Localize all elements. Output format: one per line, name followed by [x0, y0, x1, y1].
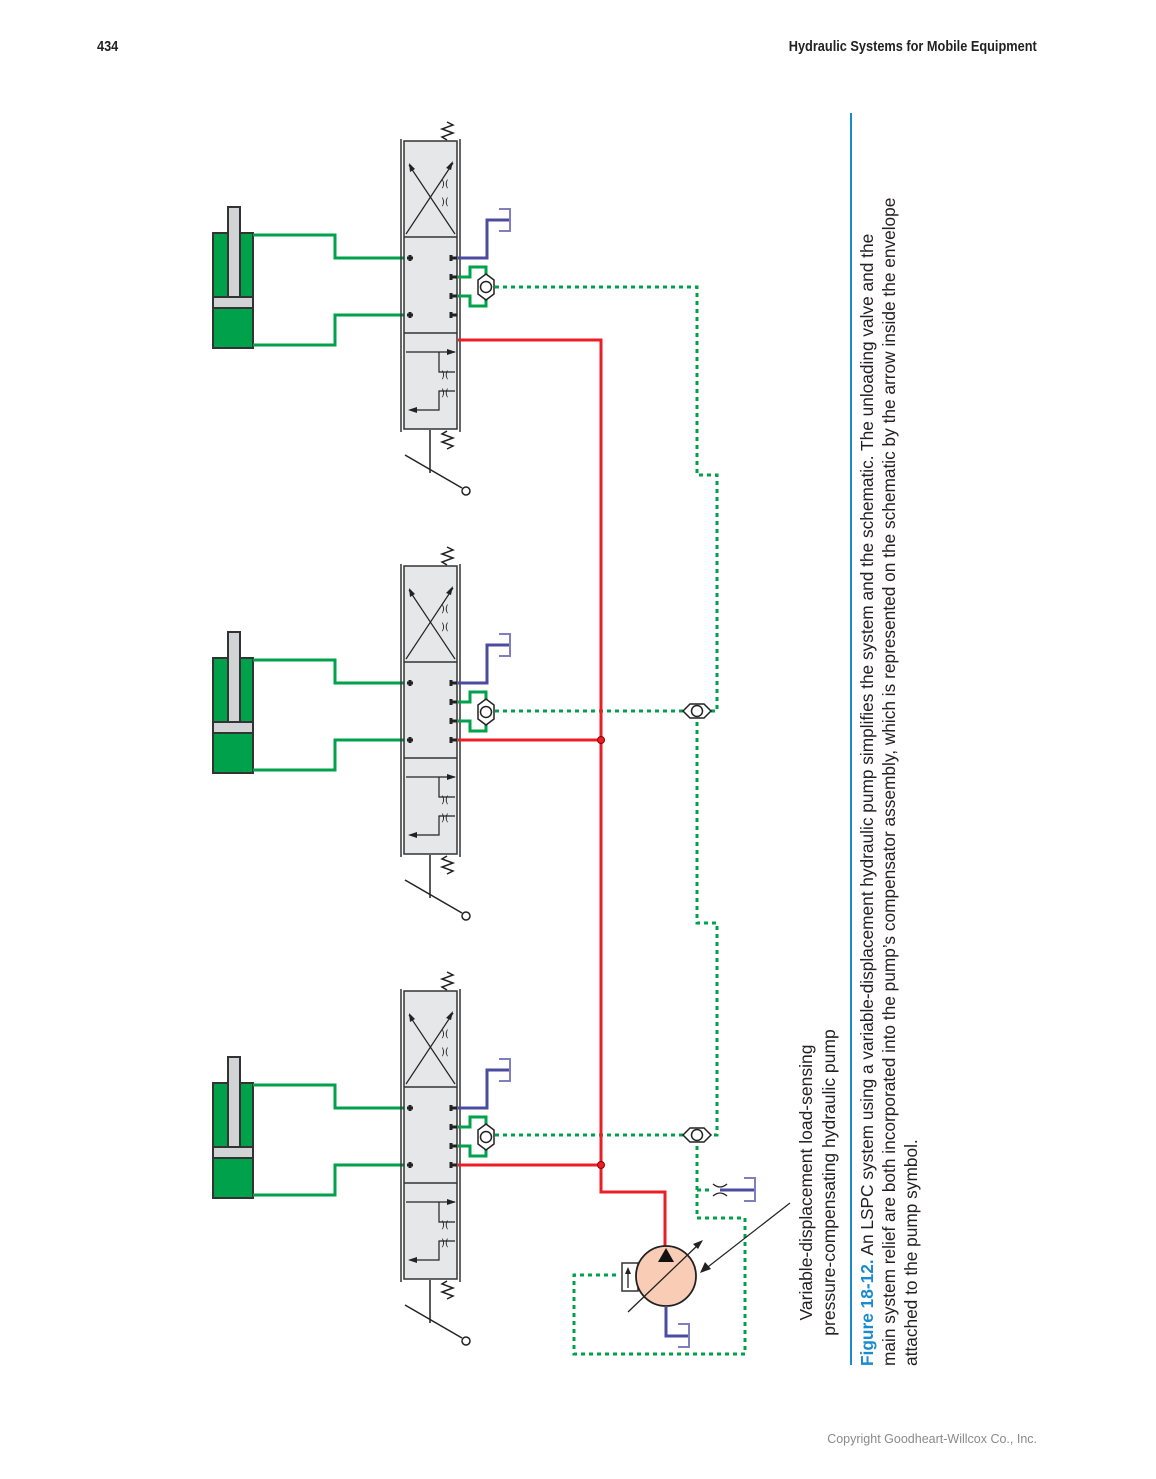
spring-icon: [439, 430, 456, 450]
hydraulic-cylinder: [212, 206, 254, 349]
caption-rule: [850, 113, 852, 1365]
leader-arrowhead: [700, 1262, 711, 1273]
variable-displacement-pump: [621, 1240, 703, 1348]
spring-icon: [439, 546, 456, 566]
junction-dot: [597, 1161, 605, 1169]
tank-line: [458, 218, 510, 260]
svg-text:)(: )(: [441, 813, 449, 824]
tank-line: [458, 1068, 510, 1110]
svg-text:)(: )(: [441, 1047, 449, 1058]
valve-section: )( )( )( )(: [212, 121, 511, 496]
spring-icon: [439, 1280, 456, 1300]
shuttle-valve-icon: [477, 273, 495, 301]
pressure-lines: [458, 338, 667, 1248]
svg-text:)(: )(: [441, 1238, 449, 1249]
svg-text:)(: )(: [441, 795, 449, 806]
valve-section: )( )( )( )(: [212, 546, 511, 921]
cylinder-line-cap: [253, 738, 410, 772]
svg-text:)(: )(: [441, 370, 449, 381]
running-title: Hydraulic Systems for Mobile Equipment: [789, 38, 1037, 55]
caption-line: attached to the pump symbol.: [901, 1139, 921, 1366]
load-sense-lines: [495, 285, 747, 1356]
pump-label-line: pressure-compensating hydraulic pump: [819, 1029, 839, 1336]
cylinder-line-cap: [253, 313, 410, 347]
shuttle-valve-icon: [681, 1127, 713, 1143]
copyright: Copyright Goodheart-Willcox Co., Inc.: [827, 1432, 1037, 1446]
spring-icon: [439, 855, 456, 875]
tank-icon: [678, 1323, 690, 1348]
cylinder-line-cap: [253, 1163, 410, 1197]
hydraulic-cylinder: [212, 1056, 254, 1199]
leader-line: [703, 1202, 791, 1271]
shuttle-valve-icon: [477, 1123, 495, 1151]
orifice-icon: [712, 1183, 728, 1197]
tank-line: [458, 643, 510, 685]
cylinder-line-rod: [253, 658, 410, 685]
tank-icon: [744, 1177, 756, 1202]
valve-section: )( )( )( )(: [212, 971, 511, 1346]
svg-text:)(: )(: [441, 197, 449, 208]
directional-control-valve: )( )( )( )(: [400, 989, 461, 1282]
manual-lever: [404, 1280, 471, 1346]
junction-dot: [597, 736, 605, 744]
manual-lever: [404, 855, 471, 921]
tank-icon: [499, 208, 511, 232]
directional-control-valve: )( )( )( )(: [400, 564, 461, 857]
directional-control-valve: )( )( )( )(: [400, 139, 461, 432]
figure-caption: Figure 18-12. An LSPC system using a var…: [856, 106, 922, 1366]
hydraulic-cylinder: [212, 631, 254, 774]
page-number: 434: [97, 38, 119, 55]
spring-icon: [439, 971, 456, 991]
shuttle-valve-icon: [681, 703, 713, 719]
pump-label: Variable-displacement load-sensing press…: [795, 1015, 841, 1350]
cylinder-line-rod: [253, 1083, 410, 1110]
caption-line: An LSPC system using a variable-displace…: [857, 233, 877, 1260]
caption-line: main system relief are both incorporated…: [879, 197, 899, 1366]
svg-text:)(: )(: [441, 179, 449, 190]
svg-text:)(: )(: [441, 388, 449, 399]
svg-text:)(: )(: [441, 604, 449, 615]
svg-text:)(: )(: [441, 622, 449, 633]
shuttle-valve-icon: [477, 698, 495, 726]
spring-icon: [439, 121, 456, 141]
figure-label: Figure 18-12.: [857, 1259, 877, 1366]
cylinder-line-rod: [253, 233, 410, 260]
tank-icon: [499, 1058, 511, 1082]
manual-lever: [404, 430, 471, 496]
pump-label-line: Variable-displacement load-sensing: [796, 1044, 816, 1321]
svg-text:)(: )(: [441, 1220, 449, 1231]
tank-icon: [499, 633, 511, 657]
svg-text:)(: )(: [441, 1029, 449, 1040]
